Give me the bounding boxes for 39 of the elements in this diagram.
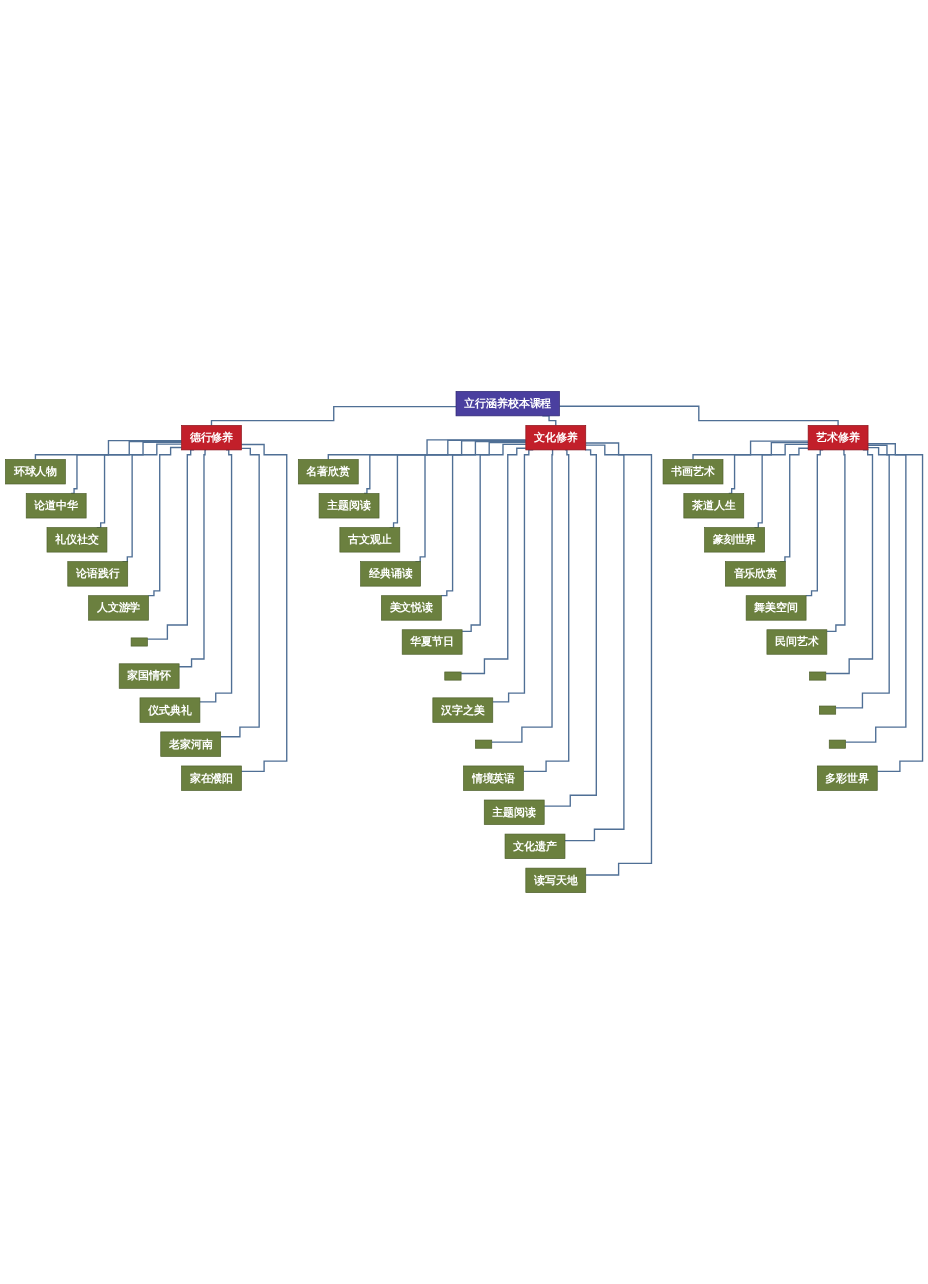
connector (753, 443, 809, 529)
node-box (819, 705, 837, 715)
node-box (475, 739, 493, 749)
connector (178, 449, 207, 668)
connector (440, 441, 527, 597)
connector (414, 440, 527, 563)
connector (460, 447, 527, 675)
connector (835, 447, 890, 709)
connector (491, 449, 554, 743)
node-box (130, 637, 148, 647)
connector (522, 449, 570, 773)
connector (147, 446, 183, 597)
node-box (444, 671, 462, 681)
node-box (828, 739, 846, 749)
connector (867, 443, 924, 773)
connector (70, 440, 183, 495)
connector (34, 439, 183, 461)
connector (779, 447, 809, 563)
connector (327, 439, 527, 461)
connector (240, 443, 288, 773)
connector (492, 449, 534, 703)
connector (826, 449, 846, 633)
connector (692, 440, 809, 461)
connector (543, 449, 597, 807)
connector (461, 443, 527, 633)
node-box (809, 671, 827, 681)
connector (96, 441, 183, 529)
connector (805, 449, 824, 597)
connector (121, 443, 183, 563)
connector (728, 441, 809, 495)
connector (825, 449, 874, 675)
connector (564, 444, 625, 842)
connector (199, 449, 233, 703)
connector (558, 405, 839, 427)
connector (220, 447, 260, 738)
connector (585, 442, 653, 876)
connector (844, 444, 907, 743)
connector (210, 405, 457, 427)
connector (146, 449, 195, 640)
